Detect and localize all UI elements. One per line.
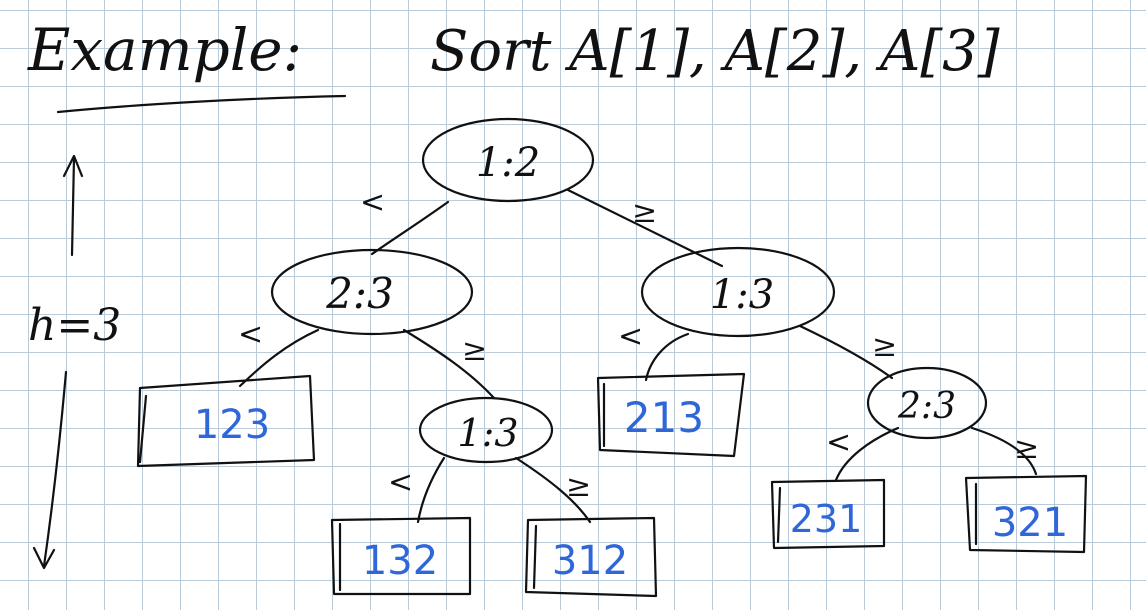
edge-right-rightright bbox=[798, 324, 894, 380]
node-root-ellipse bbox=[421, 117, 595, 203]
edge-label-geq: ≥ bbox=[462, 333, 487, 368]
height-arrow-down-line bbox=[42, 370, 68, 568]
leaf-321-box bbox=[964, 474, 1088, 554]
edge-label-less: < bbox=[826, 425, 851, 460]
edge-label-geq: ≥ bbox=[872, 329, 897, 364]
node-label: 1:3 bbox=[457, 411, 518, 455]
node-label: 1:2 bbox=[476, 140, 540, 186]
node-label: 2:3 bbox=[897, 386, 956, 427]
node-leftright-ellipse bbox=[418, 396, 554, 464]
height-arrow-up-line bbox=[70, 156, 76, 257]
height-arrow-down-head bbox=[32, 546, 56, 570]
leaf-213-box bbox=[596, 372, 746, 458]
edge-label-geq: ≥ bbox=[632, 195, 657, 230]
leaf-label: 312 bbox=[552, 538, 628, 584]
edge-root-right bbox=[566, 188, 724, 268]
edge-leftright-leaf312 bbox=[514, 456, 592, 524]
edge-leftright-leaf132 bbox=[416, 456, 446, 524]
title-sort-text: Sort A[1], A[2], A[3] bbox=[430, 19, 1000, 84]
node-label: 2:3 bbox=[325, 269, 394, 318]
title-example: Example: bbox=[27, 16, 302, 84]
node-rightright-ellipse bbox=[866, 366, 988, 440]
leaf-label: 213 bbox=[624, 393, 704, 442]
edge-label-less: < bbox=[238, 317, 263, 352]
edge-label-less: < bbox=[388, 465, 413, 500]
leaf-label: 321 bbox=[992, 500, 1068, 546]
leaf-123-box bbox=[136, 374, 316, 468]
height-arrow-up-head bbox=[62, 154, 84, 178]
node-right-ellipse bbox=[640, 246, 836, 338]
leaf-label: 231 bbox=[790, 497, 863, 541]
height-label: h=3 bbox=[28, 300, 121, 351]
leaf-label: 123 bbox=[194, 402, 270, 448]
node-label: 1:3 bbox=[710, 272, 774, 318]
edge-label-geq: ≥ bbox=[1014, 431, 1039, 466]
edge-rightright-leaf321 bbox=[970, 426, 1038, 476]
edge-label-less: < bbox=[618, 319, 643, 354]
node-left-ellipse bbox=[270, 248, 474, 336]
leaf-312-box bbox=[524, 516, 658, 598]
leaf-label: 132 bbox=[362, 538, 438, 584]
edge-right-leaf213 bbox=[644, 332, 690, 382]
title-underline bbox=[56, 94, 347, 114]
edge-rightright-leaf231 bbox=[834, 426, 900, 482]
leaf-132-box bbox=[330, 516, 472, 596]
edge-label-geq: ≥ bbox=[566, 469, 591, 504]
leaf-231-box bbox=[770, 478, 886, 550]
edge-label-less: < bbox=[360, 185, 385, 220]
edge-left-leftright bbox=[402, 328, 496, 400]
